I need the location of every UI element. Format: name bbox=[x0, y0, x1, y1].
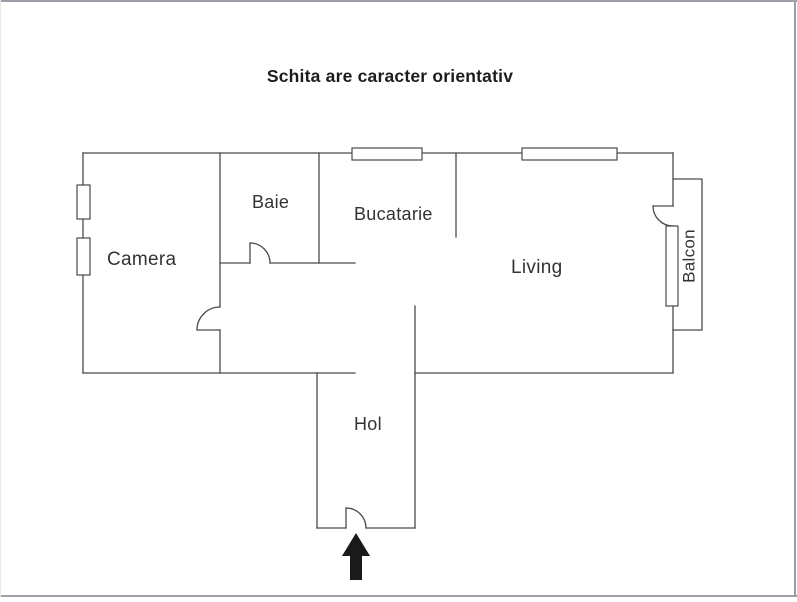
window-symbol-bucatarie bbox=[351, 147, 423, 161]
window-symbol-camera-1 bbox=[76, 184, 91, 220]
image-border-bottom bbox=[0, 595, 797, 597]
entrance-arrow-icon bbox=[342, 533, 370, 580]
door-arc-hol bbox=[345, 507, 367, 529]
wall-balcony bbox=[672, 178, 703, 331]
room-label-camera: Camera bbox=[107, 249, 177, 270]
door-symbol-hol-entrance bbox=[345, 507, 367, 529]
walls bbox=[82, 152, 703, 529]
image-border-left bbox=[0, 0, 1, 597]
room-label-baie: Baie bbox=[252, 192, 290, 212]
room-label-hol: Hol bbox=[354, 414, 382, 434]
door-symbol-camera bbox=[196, 306, 221, 331]
image-border-top bbox=[0, 0, 797, 2]
door-arc-camera bbox=[196, 306, 221, 331]
disclaimer-title: Schita are caracter orientativ bbox=[266, 66, 514, 86]
window-symbol-balcon bbox=[665, 225, 679, 307]
room-label-living: Living bbox=[511, 257, 563, 278]
windows bbox=[76, 147, 679, 307]
window-symbol-living bbox=[521, 147, 618, 161]
image-border-right bbox=[794, 0, 796, 597]
door-arc-baie bbox=[249, 242, 271, 264]
window-symbol-camera-2 bbox=[76, 237, 91, 276]
room-label-balcon: Balcon bbox=[679, 229, 699, 283]
door-arc-balcon bbox=[652, 205, 674, 227]
door-symbol-baie bbox=[249, 242, 271, 264]
door-symbol-balcon bbox=[652, 205, 674, 227]
room-label-bucatarie: Bucatarie bbox=[354, 204, 433, 224]
